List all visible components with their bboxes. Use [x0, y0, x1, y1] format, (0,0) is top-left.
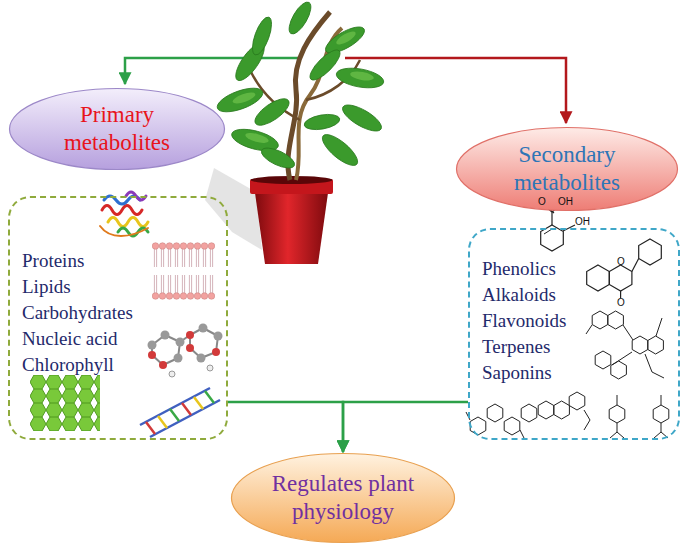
- node-title: Secondary metabolites: [497, 141, 637, 196]
- ellipse-outline: [8, 87, 226, 171]
- result-ellipse: Regulates plant physiology: [230, 452, 456, 544]
- list-item: Carbohydrates: [22, 300, 226, 326]
- list-item: Flavonoids: [482, 308, 678, 334]
- list-item: Terpenes: [482, 334, 678, 360]
- atom-label: O: [538, 197, 546, 207]
- atom-label: OH: [575, 217, 590, 227]
- list-item: Alkaloids: [482, 282, 678, 308]
- list-item: Saponins: [482, 360, 678, 386]
- list-box: PhenolicsAlkaloidsFlavonoidsTerpenesSapo…: [468, 228, 680, 440]
- node-title: Regulates plant physiology: [257, 470, 429, 525]
- category-ellipse: Primary metabolites: [8, 87, 226, 171]
- list-item: Nucleic acid: [22, 326, 226, 352]
- flow-arrow: [343, 402, 468, 452]
- node-title: Primary metabolites: [47, 101, 187, 156]
- list-item: Phenolics: [482, 256, 678, 282]
- ellipse-outline: [230, 452, 456, 544]
- list-item: Chlorophyll: [22, 352, 226, 378]
- flow-arrow: [228, 402, 343, 452]
- list-box: ProteinsLipidsCarbohydratesNucleic acidC…: [8, 196, 228, 440]
- atom-label: OH: [558, 197, 573, 207]
- list-item: Proteins: [22, 248, 226, 274]
- atom-label: O: [617, 257, 625, 267]
- list-item: Lipids: [22, 274, 226, 300]
- atom-label: O: [617, 298, 625, 308]
